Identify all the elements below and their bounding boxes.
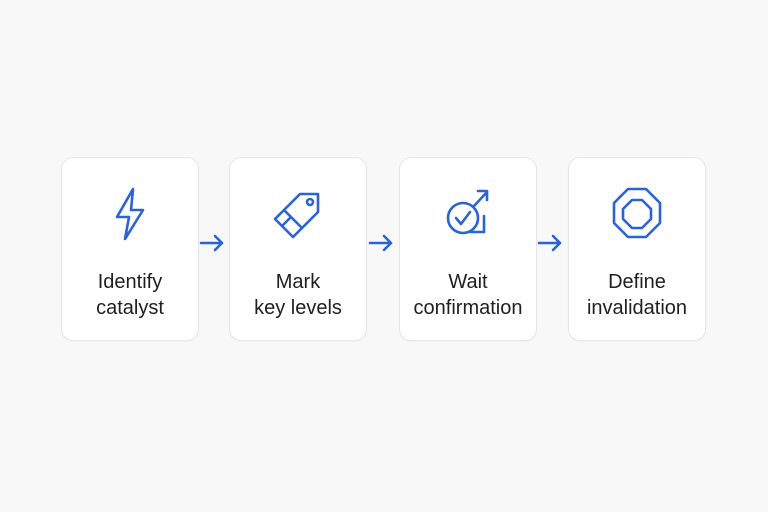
step-label-line1: Identify bbox=[97, 271, 163, 293]
step-card-wait-confirmation: Wait confirmation bbox=[399, 157, 537, 341]
step-card-define-invalidation: Define invalidation bbox=[568, 157, 706, 341]
step-label: Identify catalyst bbox=[62, 269, 198, 321]
step-label-line2: confirmation bbox=[413, 297, 523, 319]
price-tag-icon bbox=[268, 184, 328, 244]
step-label-line1: Define bbox=[608, 271, 666, 293]
step-label-line2: key levels bbox=[254, 297, 342, 319]
step-card-identify-catalyst: Identify catalyst bbox=[61, 157, 199, 341]
step-label-line1: Wait bbox=[448, 271, 488, 293]
stop-octagon-icon bbox=[607, 184, 667, 244]
step-card-mark-key-levels: Mark key levels bbox=[229, 157, 367, 341]
lightning-bolt-icon bbox=[100, 184, 160, 244]
check-circle-arrow-icon bbox=[438, 184, 498, 244]
step-label: Wait confirmation bbox=[400, 269, 536, 321]
step-label-line2: invalidation bbox=[586, 297, 688, 319]
arrow-right-icon bbox=[198, 232, 226, 254]
step-label: Mark key levels bbox=[230, 269, 366, 321]
arrow-right-icon bbox=[536, 232, 564, 254]
arrow-right-icon bbox=[367, 232, 395, 254]
step-label-line1: Mark bbox=[275, 271, 321, 293]
step-label-line2: catalyst bbox=[96, 297, 164, 319]
step-label: Define invalidation bbox=[569, 269, 705, 321]
